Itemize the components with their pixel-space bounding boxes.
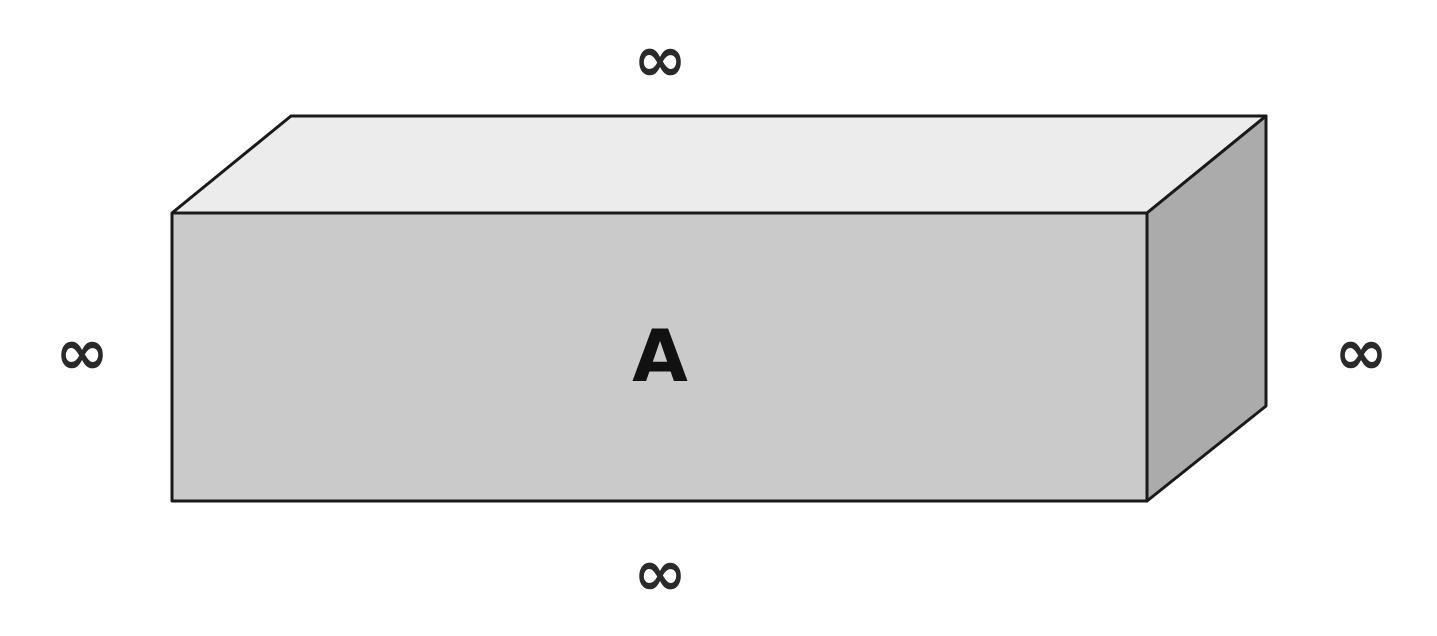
infinity-marker-top: ∞	[633, 23, 686, 97]
infinity-marker-right: ∞	[1334, 316, 1387, 390]
block-top-face	[170, 114, 1268, 215]
infinity-marker-bottom: ∞	[633, 537, 686, 611]
block-label: A	[632, 314, 688, 398]
block-front-face	[170, 211, 1149, 503]
infinity-marker-left: ∞	[55, 316, 108, 390]
